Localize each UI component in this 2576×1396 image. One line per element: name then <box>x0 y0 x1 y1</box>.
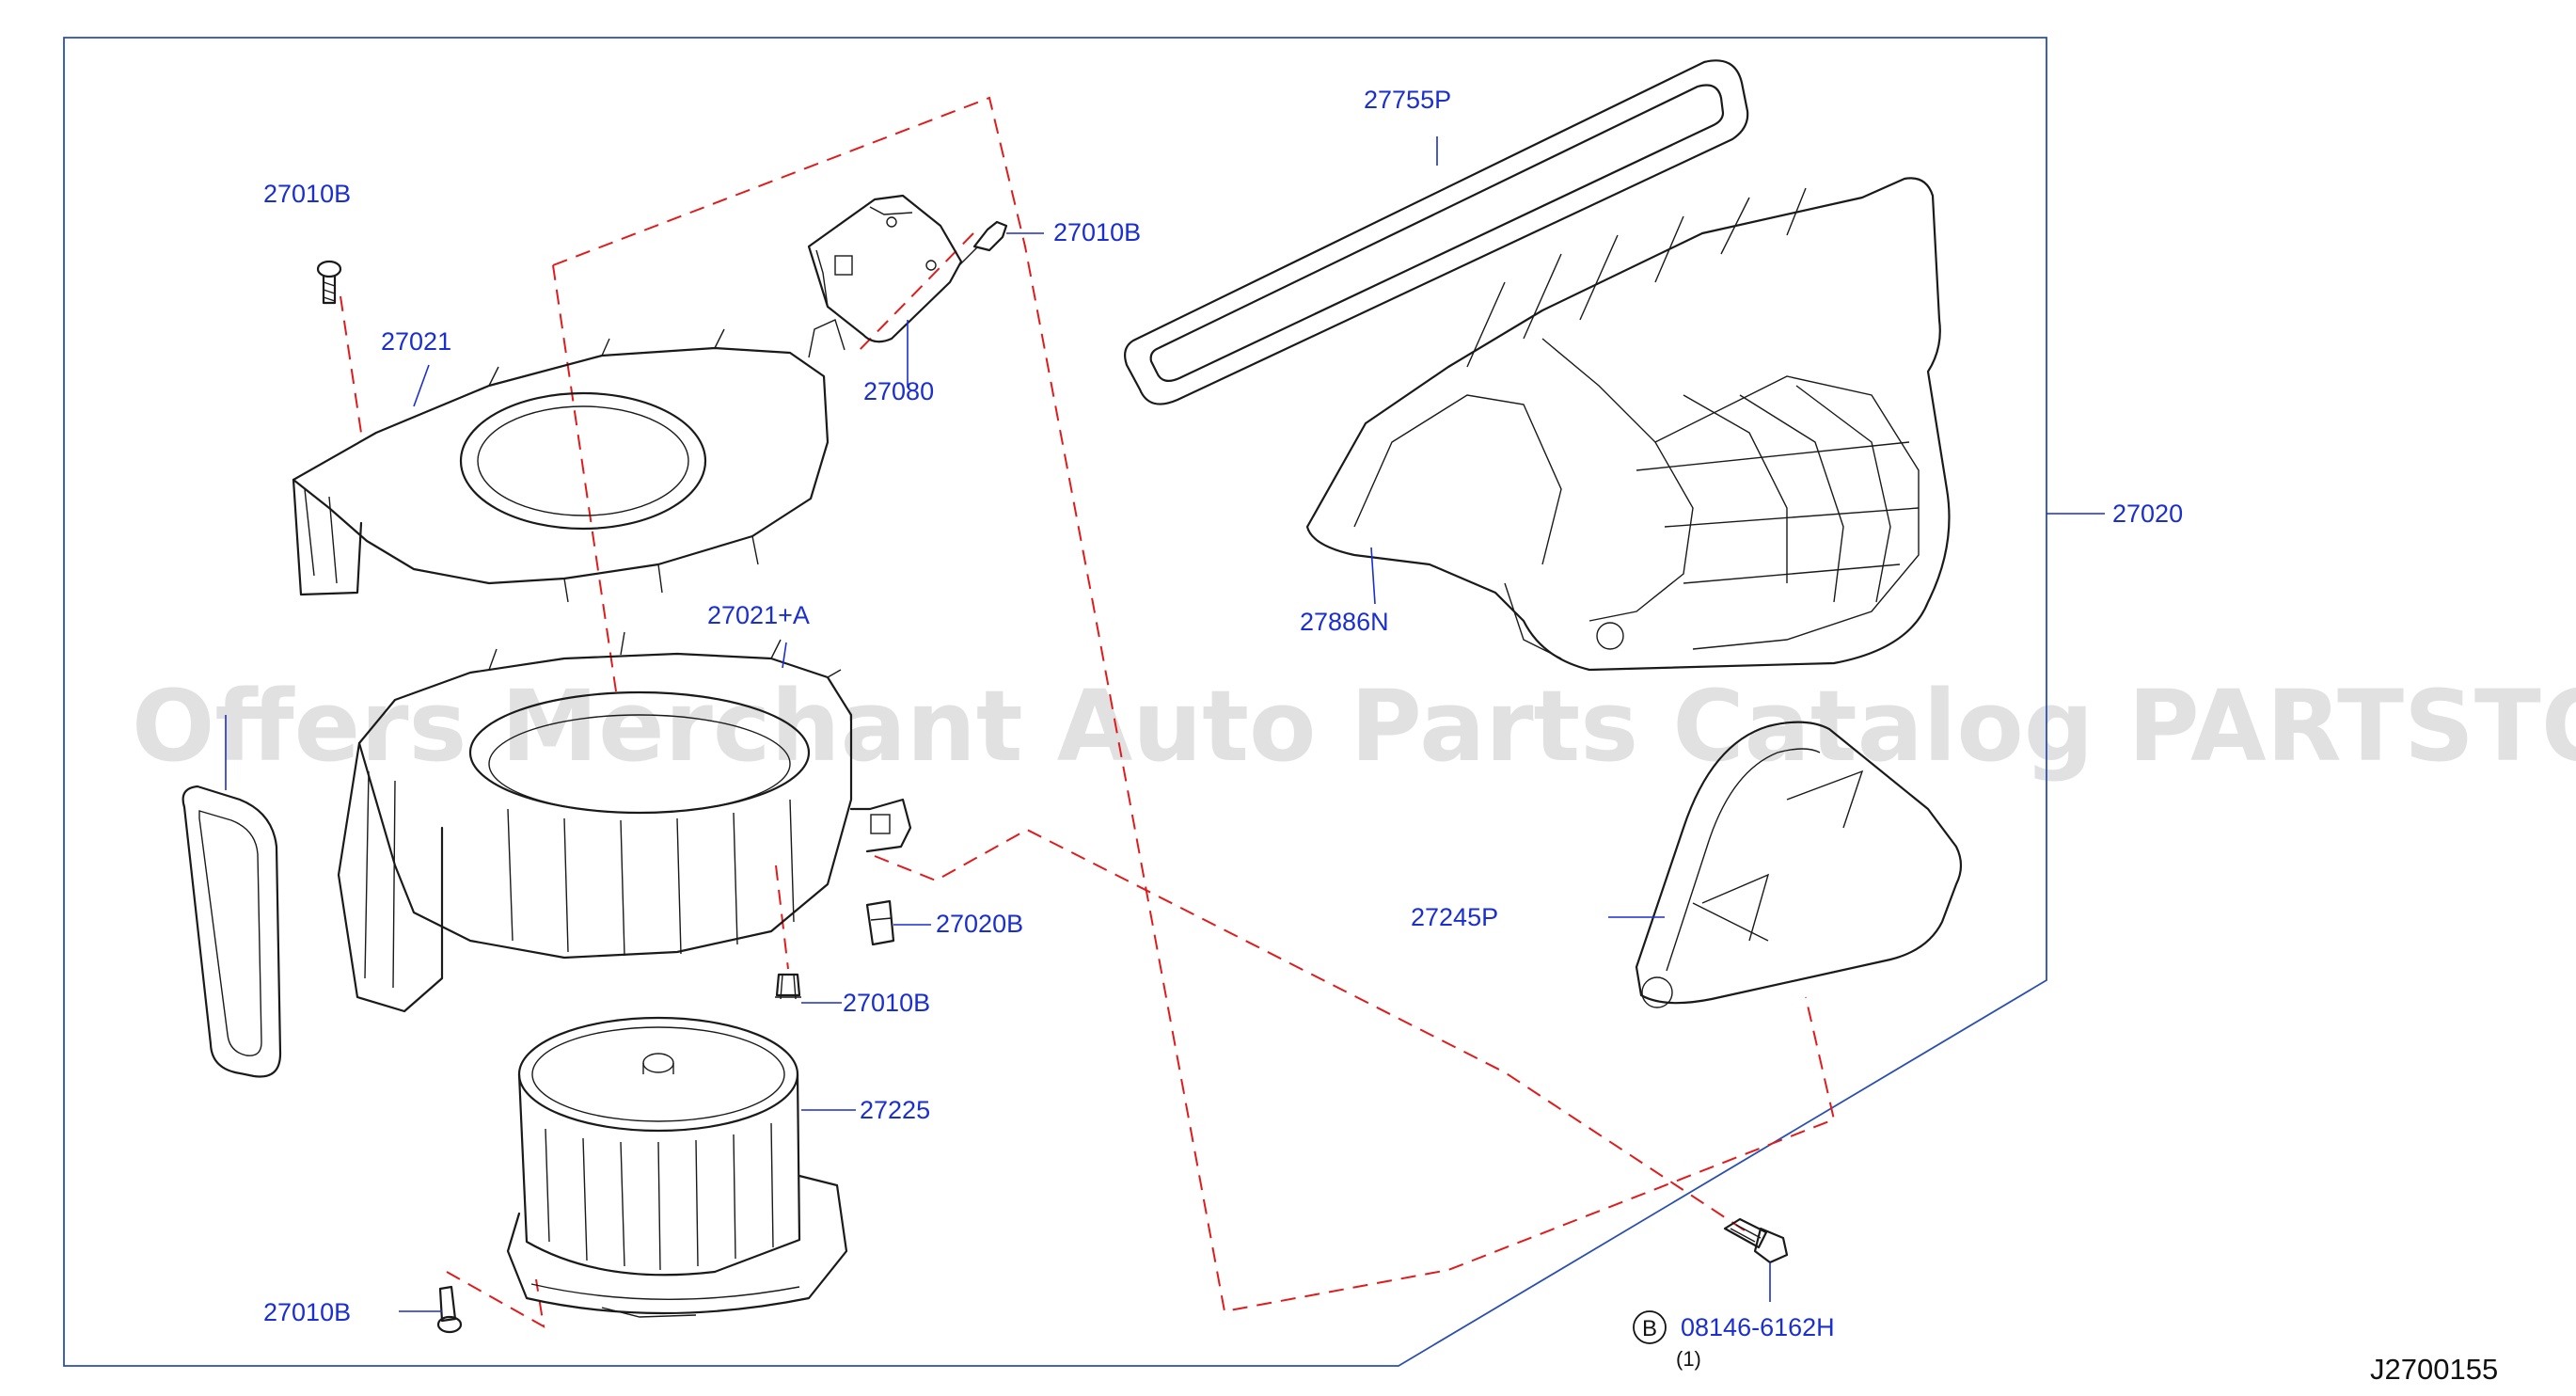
assembly-dashed-lines <box>340 96 1836 1328</box>
callout-27010b-mid: 27010B <box>843 989 930 1017</box>
clip-27020b[interactable] <box>865 899 895 946</box>
module-27080[interactable] <box>807 194 963 343</box>
bolt-type-symbol: B <box>1633 1310 1667 1344</box>
callout-27010b-bottom: 27010B <box>263 1298 351 1326</box>
side-gasket[interactable] <box>182 785 282 1078</box>
screw-27010b-bottom[interactable] <box>436 1285 463 1334</box>
bolt-08146-6162h[interactable] <box>1723 1217 1789 1264</box>
callout-27886n: 27886N <box>1300 608 1389 636</box>
callout-27020b: 27020B <box>936 910 1023 938</box>
blower-motor-27225[interactable] <box>506 1016 848 1318</box>
upper-case-27021[interactable] <box>292 319 845 603</box>
callout-27225: 27225 <box>860 1096 930 1124</box>
filter-gasket-27755p[interactable] <box>1124 59 1749 405</box>
callout-27010b-bracket: 27010B <box>1053 218 1141 246</box>
bolt-type-letter: B <box>1642 1316 1657 1341</box>
lower-case-27021a[interactable] <box>337 631 912 1013</box>
callout-labels: 27010B 27010B 27021 27080 27755P 27020 2… <box>263 86 2183 1341</box>
callout-27010b-top: 27010B <box>263 180 351 208</box>
leader-lines <box>225 136 2105 1312</box>
callout-27755p: 27755P <box>1364 86 1451 114</box>
screw-27010b-bracket[interactable] <box>958 220 1008 266</box>
callout-27245p: 27245P <box>1411 903 1498 931</box>
callout-27021a: 27021+A <box>707 601 810 629</box>
bolt-quantity: (1) <box>1676 1347 1701 1371</box>
assembly-frame <box>63 37 2047 1367</box>
screw-27010b-mid[interactable] <box>775 973 801 1000</box>
callout-27021: 27021 <box>381 327 451 356</box>
callout-08146-6162h: 08146-6162H <box>1681 1313 1835 1341</box>
callout-27080: 27080 <box>863 377 934 405</box>
callout-27020: 27020 <box>2112 500 2183 528</box>
screw-27010b-top[interactable] <box>316 260 342 305</box>
intake-duct-27886n[interactable] <box>1305 177 1951 672</box>
watermark: Offers Merchant Auto Parts Catalog PARTS… <box>132 669 2576 784</box>
diagram-id: J2700155 <box>2370 1353 2498 1386</box>
filter-cover-27245p[interactable] <box>1635 721 1963 1008</box>
